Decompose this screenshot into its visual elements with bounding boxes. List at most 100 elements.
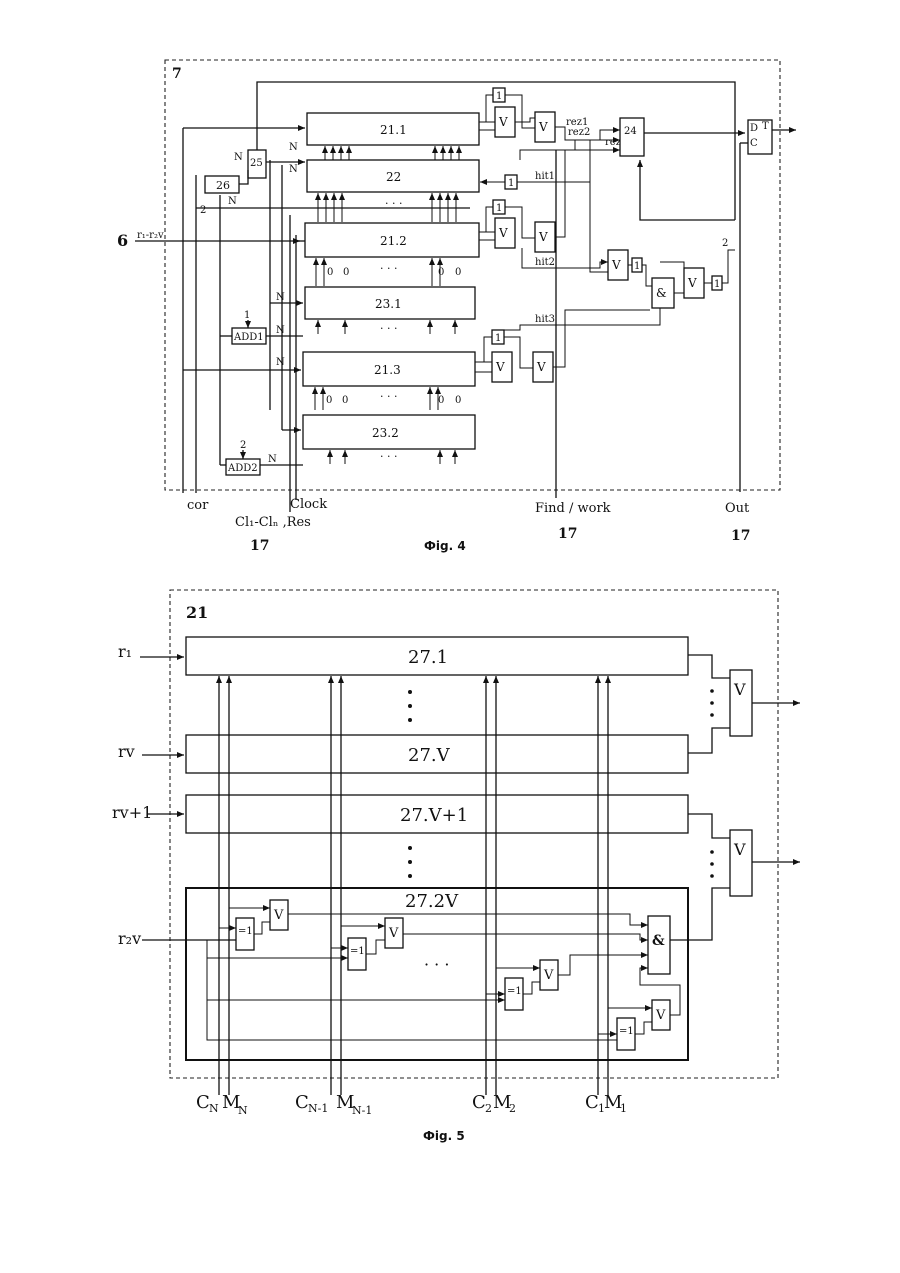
dots-22: · · ·	[385, 197, 402, 210]
figure-5: 21 27.1 27.V 27.V+1 27.2V r₁ rv rv+1 r₂v	[112, 590, 800, 1143]
trigger-c: C	[750, 138, 758, 149]
label-17-mid: 17	[558, 526, 577, 542]
label-2-out: 2	[722, 238, 728, 249]
out-or-1-dots	[710, 689, 714, 717]
zero-d: 0	[455, 267, 461, 278]
w5	[515, 118, 535, 122]
or-1-label: V	[655, 1008, 666, 1023]
out-or-2-label: V	[733, 840, 746, 859]
zero-h: 0	[455, 395, 461, 406]
figure-4: 7 6 r₁-r₂v 25 26 N N N N 2 21.1 22 21.2	[117, 60, 796, 554]
or-n-label: V	[273, 908, 284, 923]
w27-1-or	[688, 655, 730, 678]
or-n1-label: V	[388, 926, 399, 941]
feedback-wire	[257, 82, 735, 220]
xnor-1-label: =1	[619, 1026, 634, 1037]
gate-one-c2-label: 1	[714, 279, 720, 290]
add1-const: 1	[244, 310, 250, 321]
block-27-1-label: 27.1	[408, 647, 448, 668]
w20	[722, 250, 735, 283]
fig4-input-number: 6	[117, 231, 128, 250]
gate-one-21-2-label: 1	[496, 203, 502, 214]
inner-dots: · · ·	[424, 955, 449, 974]
label-find-work: Find / work	[535, 501, 611, 516]
label-n-26: N	[228, 196, 237, 207]
block-21-2-label: 21.2	[380, 234, 407, 248]
rez3-wire	[555, 150, 620, 237]
zero-g: 0	[438, 395, 444, 406]
w8	[486, 207, 493, 232]
gate-or-21-1b-label: V	[538, 120, 548, 134]
gate-one-c1-label: 1	[634, 261, 640, 272]
block-21-1-label: 21.1	[380, 123, 407, 137]
w15	[590, 182, 608, 272]
label-m2-sub: 2	[509, 1102, 516, 1115]
hit3-wire	[504, 300, 660, 330]
xnor-n-label: =1	[238, 926, 253, 937]
xnor-n1-label: =1	[350, 946, 365, 957]
label-n-23-1: N	[276, 292, 285, 303]
label-2-26: 2	[200, 205, 206, 216]
label-rez2: rez2	[568, 127, 590, 138]
block-24-label: 24	[624, 126, 637, 137]
label-clock: Clock	[290, 497, 327, 512]
w27-v-or	[688, 728, 730, 753]
w21	[660, 262, 684, 276]
block-27-v1-label: 27.V+1	[400, 805, 468, 826]
dots-23-1: · · ·	[380, 322, 397, 335]
gate-or-21-3a-label: V	[495, 360, 505, 374]
zero-a: 0	[327, 267, 333, 278]
input-r1: r₁	[118, 642, 132, 661]
label-17-left: 17	[250, 538, 269, 554]
w14	[553, 310, 650, 367]
label-n-add1: N	[276, 325, 285, 336]
block-23-1-label: 23.1	[375, 297, 402, 311]
input-r2v: r₂v	[118, 929, 141, 948]
block-add1-label: ADD1	[233, 332, 264, 343]
label-n-25: N	[234, 152, 243, 163]
add2-const: 2	[240, 440, 246, 451]
w12	[484, 337, 492, 362]
label-cn-sub: N	[209, 1102, 219, 1115]
trigger-t: T	[762, 121, 769, 132]
label-n-21-3: N	[276, 357, 285, 368]
label-out: Out	[725, 501, 750, 516]
and-gate-label: &	[652, 933, 665, 949]
gate-or-21-2a-label: V	[498, 226, 508, 240]
gate-one-22-label: 1	[508, 178, 514, 189]
zero-f: 0	[342, 395, 348, 406]
gate-one-21-1-label: 1	[496, 91, 502, 102]
gate-or-21-3b-label: V	[536, 360, 546, 374]
block-25-label: 25	[250, 158, 263, 169]
label-cn1-sub: N-1	[308, 1102, 328, 1115]
zero-e: 0	[326, 395, 332, 406]
label-hit3: hit3	[535, 314, 555, 325]
label-n-add2: N	[268, 454, 277, 465]
block-26-label: 26	[216, 179, 230, 192]
gate-or-21-2b-label: V	[538, 230, 548, 244]
label-c2: C	[472, 1092, 486, 1113]
block-23-2-label: 23.2	[372, 426, 399, 440]
gate-and-c-label: &	[656, 286, 667, 300]
vertical-dots	[408, 690, 412, 878]
block-27-v-label: 27.V	[408, 745, 451, 766]
fig4-frame-label: 7	[172, 66, 182, 82]
dots-21-2: · · ·	[380, 262, 397, 275]
w17	[642, 265, 652, 286]
label-hit1: hit1	[535, 171, 555, 182]
block-add2-label: ADD2	[227, 463, 258, 474]
wire-26-25	[239, 170, 248, 184]
label-c1: C	[585, 1092, 599, 1113]
label-17-right: 17	[731, 528, 750, 544]
gate-or-c2-label: V	[687, 276, 697, 290]
block-24	[620, 118, 644, 156]
label-hit2: hit2	[535, 257, 555, 268]
fig5-caption: Фig. 5	[423, 1129, 465, 1143]
fig4-caption: Фig. 4	[424, 539, 466, 553]
wire-to-24	[640, 160, 735, 220]
label-cor: cor	[187, 498, 209, 513]
w27-v1-or	[688, 814, 730, 838]
label-n-top: N	[289, 142, 298, 153]
gate-or-21-1a-label: V	[498, 115, 508, 129]
